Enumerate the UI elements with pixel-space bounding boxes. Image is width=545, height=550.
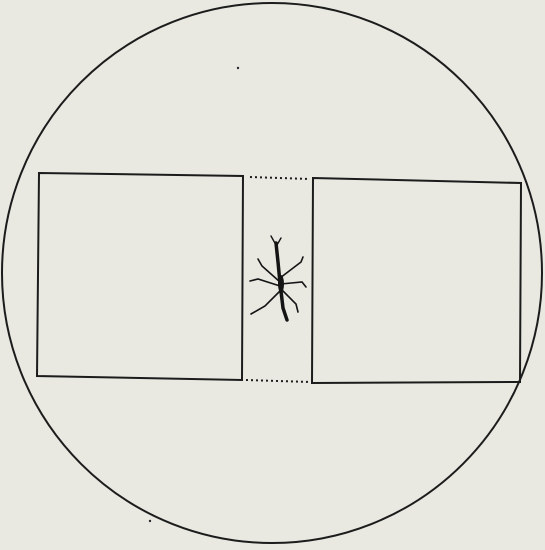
insect-leg xyxy=(280,257,303,278)
gap-top-boundary xyxy=(250,177,310,179)
insect-antenna xyxy=(277,238,281,245)
insect-leg xyxy=(250,279,280,286)
insect-leg xyxy=(281,282,306,287)
insect-leg xyxy=(251,290,281,314)
left-rectangle xyxy=(37,173,243,380)
right-rectangle xyxy=(312,178,521,383)
outer-circle xyxy=(2,3,542,543)
insect-icon xyxy=(250,236,306,320)
insect-antenna xyxy=(271,236,276,245)
speck xyxy=(237,67,239,69)
gap-bottom-boundary xyxy=(246,380,310,382)
speck xyxy=(149,520,151,522)
